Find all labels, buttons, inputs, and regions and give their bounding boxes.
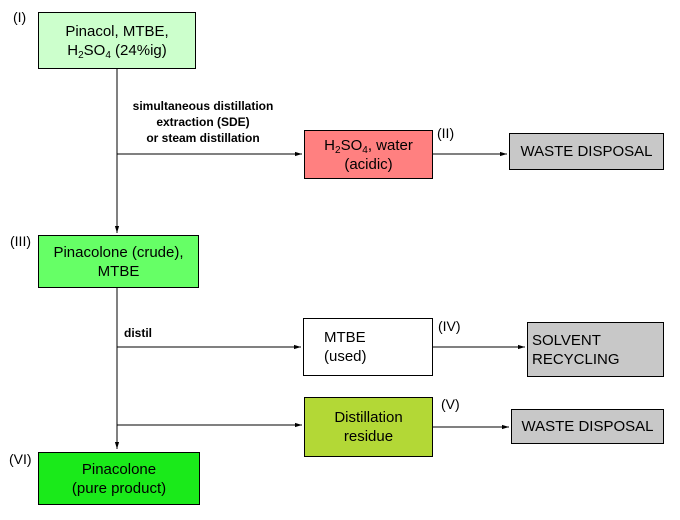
solvent-recycling-line2: RECYCLING bbox=[532, 350, 620, 368]
solvent-recycling-box: SOLVENT RECYCLING bbox=[527, 322, 664, 377]
waste-disposal-1-text: WASTE DISPOSAL bbox=[520, 143, 653, 160]
node-II-id-label: (II) bbox=[437, 125, 455, 141]
node-IV-box: MTBE (used) bbox=[303, 318, 433, 376]
node-IV-id-label: (IV) bbox=[438, 318, 461, 334]
node-VI-id-label: (VI) bbox=[9, 451, 32, 467]
node-I-id-label: (I) bbox=[13, 9, 27, 25]
node-III-box: Pinacolone (crude), MTBE bbox=[38, 235, 199, 288]
node-VI-line2: (pure product) bbox=[71, 479, 167, 497]
node-III-id-label: (III) bbox=[10, 233, 31, 249]
step-distil-label: distil bbox=[124, 326, 153, 340]
step-sde-line3: or steam distillation bbox=[146, 131, 260, 145]
node-V-line2: residue bbox=[343, 428, 394, 445]
step-sde-line1: simultaneous distillation bbox=[132, 99, 274, 113]
node-I-box: Pinacol, MTBE, H2SO4 (24%ig) bbox=[38, 12, 196, 69]
node-III-line1: Pinacolone (crude), bbox=[53, 243, 184, 261]
node-V-line1: Distillation bbox=[334, 409, 403, 426]
node-IV-line2: (used) bbox=[324, 348, 367, 365]
node-III-line2: MTBE bbox=[97, 262, 140, 280]
waste-disposal-2-box: WASTE DISPOSAL bbox=[511, 409, 664, 444]
waste-disposal-2-text: WASTE DISPOSAL bbox=[521, 418, 654, 435]
node-IV-line1: MTBE bbox=[324, 329, 366, 346]
step-sde-label: simultaneous distillation extraction (SD… bbox=[123, 98, 283, 146]
node-I-line1: Pinacol, MTBE, bbox=[65, 22, 169, 40]
node-V-id-label: (V) bbox=[441, 396, 460, 412]
step-sde-line2: extraction (SDE) bbox=[156, 115, 250, 129]
node-II-line1: H2SO4, water bbox=[324, 136, 413, 156]
solvent-recycling-line1: SOLVENT bbox=[532, 331, 601, 349]
node-II-line2: (acidic) bbox=[344, 155, 393, 173]
node-II-box: H2SO4, water (acidic) bbox=[304, 130, 433, 179]
node-VI-line1: Pinacolone bbox=[81, 460, 157, 478]
node-V-box: Distillation residue bbox=[304, 397, 433, 457]
waste-disposal-1-box: WASTE DISPOSAL bbox=[509, 133, 664, 170]
node-VI-box: Pinacolone (pure product) bbox=[38, 452, 200, 505]
node-I-line2: H2SO4 (24%ig) bbox=[67, 41, 167, 61]
